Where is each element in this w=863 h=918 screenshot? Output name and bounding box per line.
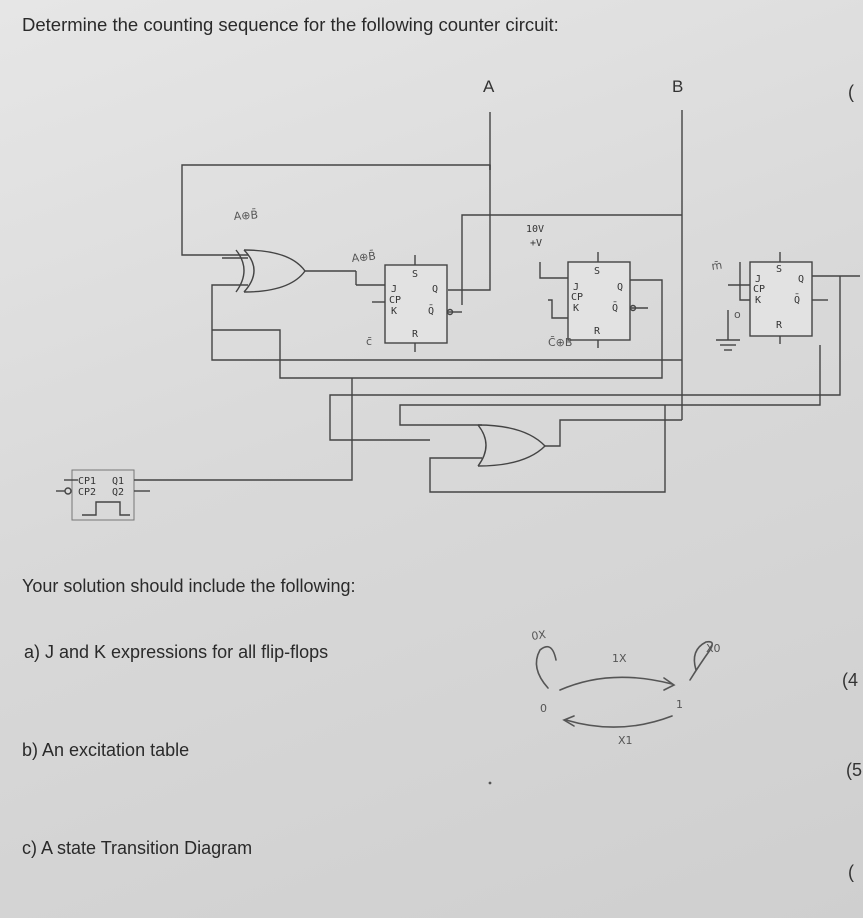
svg-text:S: S: [776, 264, 782, 275]
svg-text:J: J: [755, 274, 761, 285]
wire-b-to-ff1: [461, 214, 682, 305]
wire-ff3-k: [739, 262, 750, 301]
svg-text:0: 0: [540, 702, 547, 715]
svg-text:A⊕B̄: A⊕B̄: [351, 250, 377, 265]
output-label-a: A: [483, 77, 495, 96]
svg-text:1X: 1X: [612, 652, 627, 665]
svg-text:R: R: [412, 329, 419, 340]
handwritten-state-diagram: 0X 0 1X 1 X0 X1: [488, 628, 721, 785]
svg-text:CP: CP: [389, 295, 401, 306]
margin-mark-2: (4: [842, 670, 859, 690]
svg-text:o: o: [734, 308, 741, 321]
wire-ff2-q: [212, 279, 663, 379]
svg-text:J: J: [391, 284, 397, 295]
part-a: a) J and K expressions for all flip-flop…: [24, 642, 329, 662]
svg-text:K: K: [573, 303, 579, 314]
part-c: c) A state Transition Diagram: [22, 838, 253, 858]
svg-text:CP: CP: [571, 292, 583, 303]
wire-or-in1: [399, 345, 821, 426]
svg-text:K: K: [391, 306, 397, 317]
margin-mark-3: (5: [846, 760, 863, 780]
output-label-b: B: [672, 77, 683, 96]
svg-text:S: S: [594, 266, 600, 277]
wire-ff2-k: [548, 299, 568, 319]
xor-gate: [222, 249, 357, 293]
svg-text:X0: X0: [706, 642, 721, 655]
svg-text:Q: Q: [798, 274, 804, 285]
margin-mark-4: (: [848, 862, 854, 882]
wire-xor-bottom: [211, 284, 682, 361]
clock-pin-cp2: CP2: [78, 487, 96, 498]
svg-text:1: 1: [676, 698, 683, 711]
svg-text:Q̄: Q̄: [612, 301, 618, 314]
or-gate: [429, 405, 682, 493]
svg-text:Q̄: Q̄: [794, 293, 800, 306]
svg-text:R: R: [594, 326, 601, 337]
margin-mark-1: (: [848, 82, 854, 102]
svg-text:X1: X1: [618, 734, 633, 747]
svg-text:Q: Q: [432, 284, 438, 295]
wire-c-to-or: [329, 276, 841, 441]
flip-flop-1: J CP K S R Q Q̄: [356, 255, 462, 352]
svg-text:J: J: [573, 282, 579, 293]
supply-voltage: 10V: [526, 224, 544, 235]
part-b: b) An excitation table: [22, 740, 190, 760]
supply-plus: +V: [530, 238, 542, 249]
clock-pin-cp1: CP1: [78, 476, 96, 487]
svg-text:m̄: m̄: [711, 259, 723, 273]
question-heading: Determine the counting sequence for the …: [22, 14, 559, 35]
svg-text:CP: CP: [753, 284, 765, 295]
svg-text:Q̄: Q̄: [428, 304, 434, 317]
wire-ff1-q: [448, 165, 491, 291]
svg-text:c̄: c̄: [366, 335, 372, 348]
flip-flop-3: J CP K S R Q Q̄: [716, 252, 860, 351]
feedback-wire-a: [181, 164, 491, 256]
svg-text:C̄⊕B: C̄⊕B: [548, 336, 572, 349]
svg-text:A⊕B̄: A⊕B̄: [233, 208, 258, 223]
flip-flop-2: J CP K S R Q Q̄: [212, 252, 663, 379]
svg-text:0X: 0X: [531, 628, 548, 643]
svg-text:Q: Q: [617, 282, 623, 293]
wire-supply: [539, 262, 568, 279]
clock-chip: CP1 Q1 CP2 Q2: [56, 378, 353, 521]
solution-intro: Your solution should include the followi…: [22, 576, 356, 596]
svg-text:K: K: [755, 295, 761, 306]
clock-pin-q2: Q2: [112, 487, 124, 498]
svg-text:R: R: [776, 320, 783, 331]
handwritten-notes: A⊕B̄ A⊕B̄ c̄ C̄⊕B m̄ o: [233, 208, 741, 349]
svg-text:S: S: [412, 269, 418, 280]
clock-pin-q1: Q1: [112, 476, 124, 487]
